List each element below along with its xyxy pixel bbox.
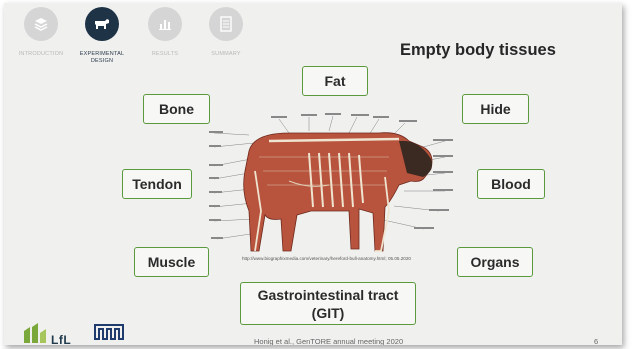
nav-item-experimental-design[interactable]: EXPERIMENTAL DESIGN (67, 7, 137, 64)
tissue-hide: Hide (462, 94, 529, 124)
bar-chart-icon (148, 7, 182, 41)
lfl-text: LfL (51, 333, 71, 345)
tissue-organs: Organs (457, 247, 533, 277)
footer-citation: Honig et al., GenTORE annual meeting 202… (254, 337, 403, 345)
slide-title: Empty body tissues (400, 41, 556, 60)
slide: INTRODUCTION EXPERIMENTAL DESIGN RESULTS… (4, 3, 622, 345)
bull-anatomy-illustration (209, 111, 455, 261)
tissue-muscle: Muscle (134, 247, 209, 277)
nav-label: EXPERIMENTAL DESIGN (67, 51, 137, 64)
nav-item-results[interactable]: RESULTS (130, 7, 200, 58)
nav-label: INTRODUCTION (6, 51, 76, 58)
tissue-git: Gastrointestinal tract (GIT) (240, 282, 416, 325)
tissue-blood: Blood (477, 169, 545, 199)
lfl-logo (22, 323, 50, 345)
image-caption: http://www.biographixmedia.com/veterinar… (242, 256, 411, 261)
tissue-bone: Bone (143, 94, 210, 124)
nav-item-summary[interactable]: SUMMARY (191, 7, 261, 58)
page-number: 6 (594, 337, 598, 345)
document-icon (209, 7, 243, 41)
cow-icon (85, 7, 119, 41)
nav-item-introduction[interactable]: INTRODUCTION (6, 7, 76, 58)
tum-logo (94, 324, 124, 345)
tissue-tendon: Tendon (122, 169, 192, 199)
progress-nav: INTRODUCTION EXPERIMENTAL DESIGN RESULTS… (4, 7, 264, 67)
tissue-fat: Fat (302, 66, 368, 96)
nav-label: RESULTS (130, 51, 200, 58)
nav-label: SUMMARY (191, 51, 261, 58)
layers-icon (24, 7, 58, 41)
